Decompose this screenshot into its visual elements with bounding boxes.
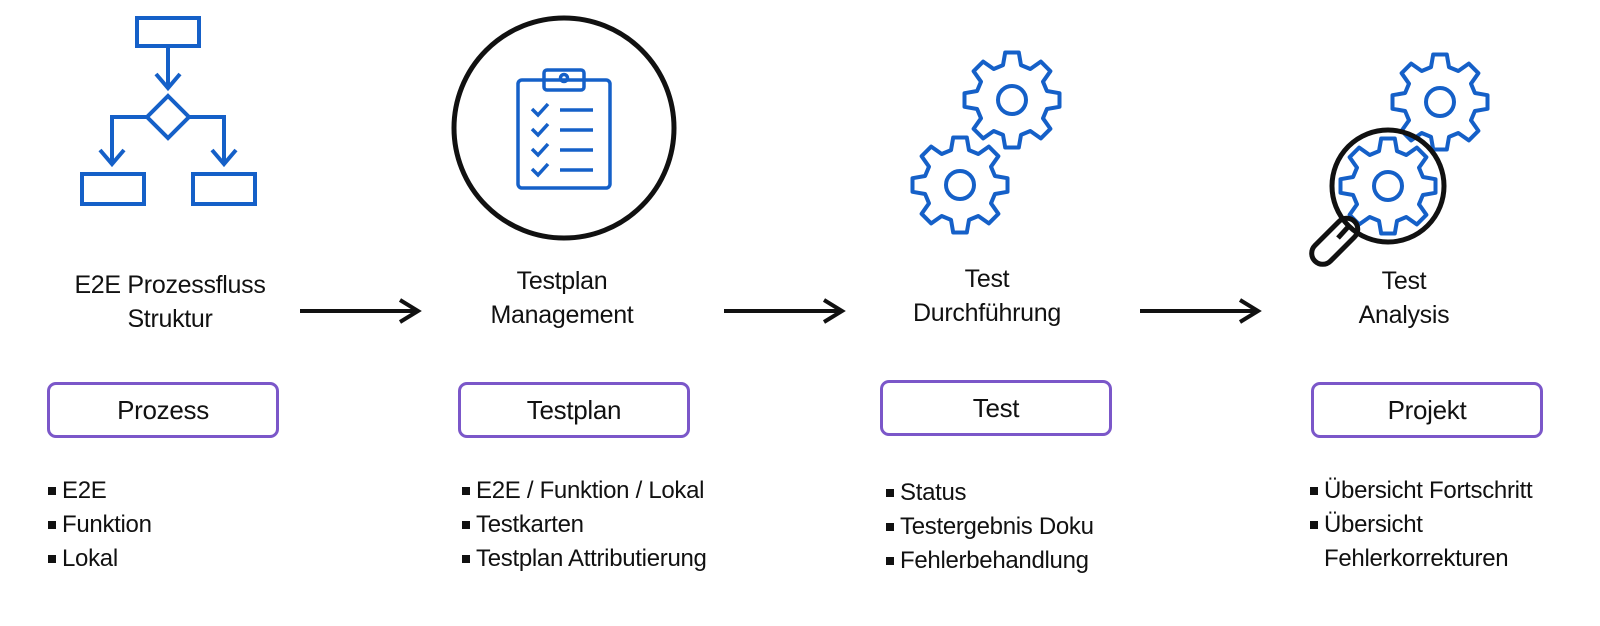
gear-shape xyxy=(1338,136,1438,236)
list-item: Übersicht Fortschritt xyxy=(1310,474,1560,508)
list-item: E2E xyxy=(48,474,152,508)
category-pill-projekt: Projekt xyxy=(1311,382,1543,438)
stage-title-line: Management xyxy=(490,301,634,329)
list-item: Funktion xyxy=(48,508,152,542)
list-item: Fehlerbehandlung xyxy=(886,544,1094,578)
category-pill-testplan: Testplan xyxy=(458,382,690,438)
stage-title-line: Test xyxy=(1381,267,1427,295)
list-item-continuation: Fehlerkorrekturen xyxy=(1324,545,1509,572)
list-item: Testkarten xyxy=(462,508,707,542)
list-item: Testplan Attributierung xyxy=(462,542,707,576)
bullet-list: E2E Funktion Lokal xyxy=(48,474,152,576)
stage-title: Test Durchführung xyxy=(827,262,1147,330)
stage-title-line: Durchführung xyxy=(913,299,1061,327)
stage-title: E2E Prozessfluss Struktur xyxy=(10,268,330,336)
stage-title-line: E2E Prozessfluss xyxy=(74,271,266,299)
gear-shape xyxy=(1390,52,1490,152)
bullet-list: E2E / Funktion / Lokal Testkarten Testpl… xyxy=(462,474,707,576)
list-item: E2E / Funktion / Lokal xyxy=(462,474,707,508)
list-item: Status xyxy=(886,476,1094,510)
list-item: Übersicht xyxy=(1310,508,1560,542)
magnifier-gear-icon xyxy=(1309,52,1490,267)
stage-title-line: Test xyxy=(964,265,1010,293)
stage-title-line: Testplan xyxy=(516,267,608,295)
flow-arrow xyxy=(1140,298,1262,324)
bullet-list: Status Testergebnis Doku Fehlerbehandlun… xyxy=(886,476,1094,578)
flowchart-icon xyxy=(80,16,257,206)
flow-arrow xyxy=(724,298,846,324)
stage-title: Test Analysis xyxy=(1244,264,1564,332)
list-item: Testergebnis Doku xyxy=(886,510,1094,544)
bullet-list: Übersicht Fortschritt Übersicht Fehlerko… xyxy=(1310,474,1560,576)
category-pill-prozess: Prozess xyxy=(47,382,279,438)
clipboard-checklist-icon xyxy=(451,15,677,241)
stage-title: Testplan Management xyxy=(402,264,722,332)
category-pill-test: Test xyxy=(880,380,1112,436)
stage-title-line: Struktur xyxy=(127,305,213,333)
gear-shape xyxy=(910,135,1010,235)
stage-title-line: Analysis xyxy=(1358,301,1450,329)
gear-shape xyxy=(962,50,1062,150)
flow-arrow xyxy=(300,298,422,324)
gears-icon xyxy=(910,50,1062,235)
list-item: Lokal xyxy=(48,542,152,576)
